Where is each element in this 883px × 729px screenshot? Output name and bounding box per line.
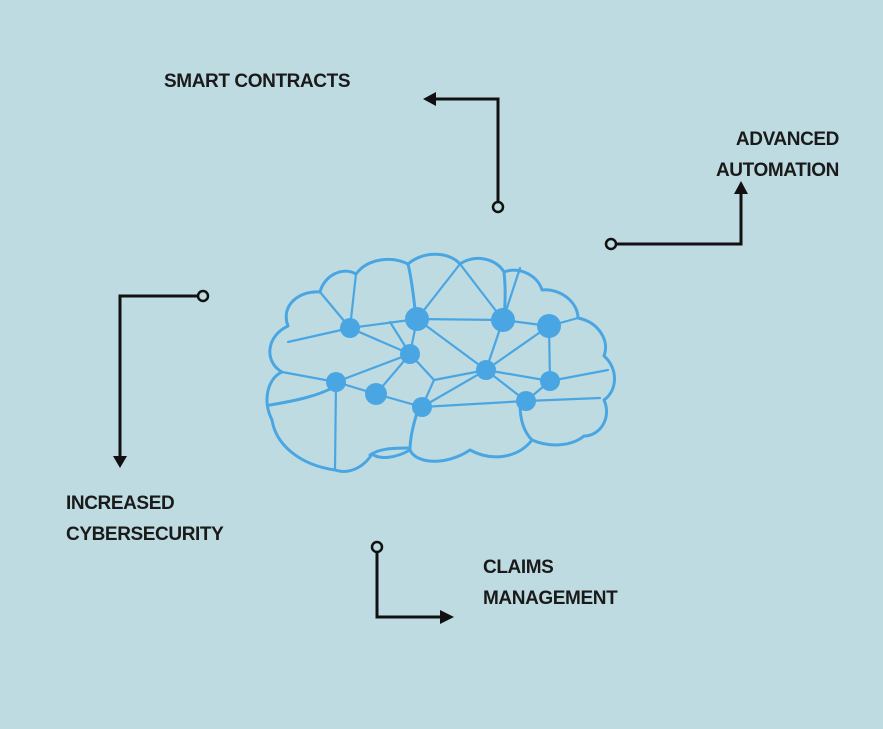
connector-increased-cybersecurity <box>113 289 210 468</box>
label-increased-cybersecurity-line1: INCREASED <box>66 493 175 514</box>
network-edges <box>280 262 610 472</box>
connector-endpoint-dot <box>370 540 384 554</box>
network-node <box>540 371 560 391</box>
arrow-down-icon <box>113 456 127 468</box>
label-advanced-automation-line1: ADVANCED <box>735 129 839 150</box>
label-claims-management-line1: CLAIMS <box>483 557 554 578</box>
connector-endpoint-dot <box>491 200 505 214</box>
network-node <box>516 391 536 411</box>
arrow-up-icon <box>734 181 748 194</box>
connector-claims-management <box>370 540 454 624</box>
network-node <box>412 397 432 417</box>
brain-network-icon <box>265 252 616 473</box>
network-node <box>326 372 346 392</box>
network-node <box>405 307 429 331</box>
connector-endpoint-dot <box>196 289 210 303</box>
label-smart-contracts: SMART CONTRACTS <box>164 66 351 97</box>
label-smart-contracts-text: SMART CONTRACTS <box>164 71 351 92</box>
connector-endpoint-dot <box>604 237 618 251</box>
arrow-right-icon <box>440 610 454 624</box>
label-advanced-automation-line2: AUTOMATION <box>715 160 839 181</box>
label-advanced-automation: ADVANCED AUTOMATION <box>716 124 839 186</box>
network-node <box>400 344 420 364</box>
network-node <box>365 383 387 405</box>
label-increased-cybersecurity: INCREASED CYBERSECURITY <box>66 488 224 550</box>
network-node <box>537 314 561 338</box>
label-claims-management-line2: MANAGEMENT <box>483 588 618 609</box>
label-claims-management: CLAIMS MANAGEMENT <box>483 552 618 614</box>
connector-smart-contracts <box>423 92 505 214</box>
arrow-left-icon <box>423 92 436 106</box>
network-node <box>340 318 360 338</box>
network-node <box>491 308 515 332</box>
connector-advanced-automation <box>604 181 748 251</box>
label-increased-cybersecurity-line2: CYBERSECURITY <box>66 524 224 545</box>
network-nodes <box>326 307 561 417</box>
network-node <box>476 360 496 380</box>
